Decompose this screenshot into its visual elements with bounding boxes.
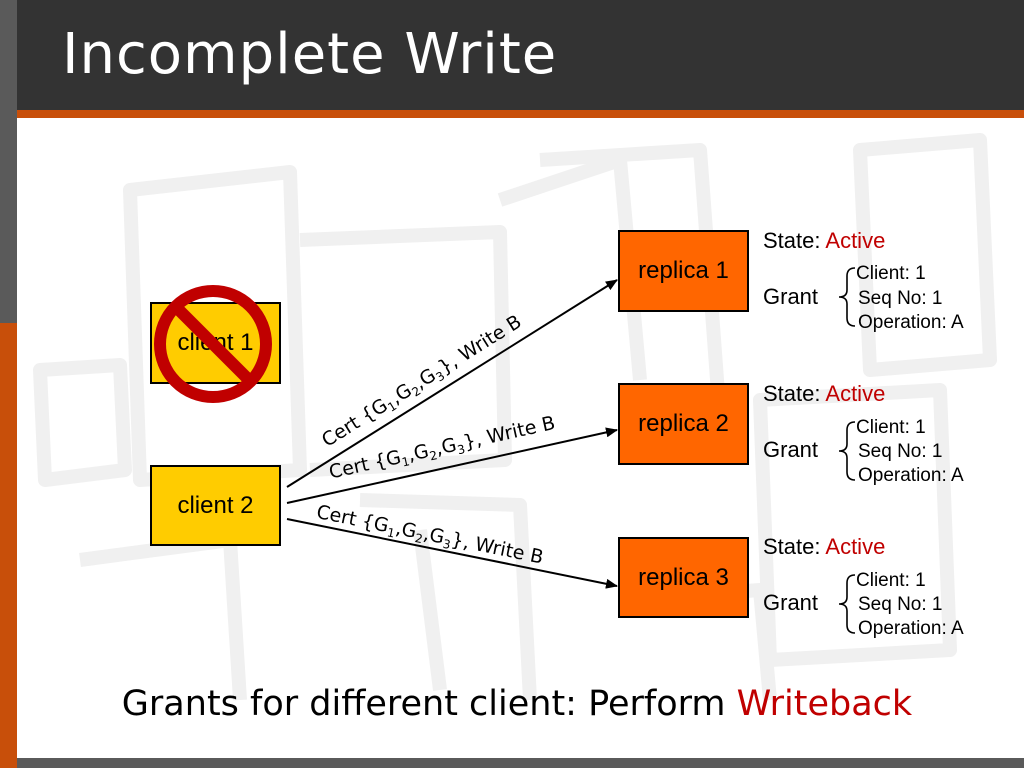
title-bar	[17, 0, 1024, 110]
caption-emphasis: Writeback	[736, 684, 913, 724]
replica-3-grant-seq: Seq No: 1	[858, 594, 943, 615]
title-rule	[17, 110, 1024, 118]
replica-2-state: State: Active	[763, 381, 886, 406]
replica-1-grant-label: Grant	[763, 284, 819, 309]
replica-1-state: State: Active	[763, 228, 886, 253]
replica-2-grant-seq: Seq No: 1	[858, 441, 943, 462]
footer-rule	[17, 758, 1024, 768]
replica-2-grant-op: Operation: A	[858, 465, 964, 486]
replica-1-brace	[838, 267, 856, 327]
arrow-to-replica-1	[286, 279, 618, 488]
replica-2-brace	[838, 421, 856, 481]
left-accent-bar-orange	[0, 323, 17, 768]
replica-3-state: State: Active	[763, 534, 886, 559]
replica-3-label: replica 3	[638, 563, 729, 591]
replica-3-box: replica 3	[618, 537, 749, 618]
replica-3-grant-op: Operation: A	[858, 618, 964, 639]
arrow-to-replica-3	[286, 518, 618, 589]
replica-1-grant-op: Operation: A	[858, 312, 964, 333]
replica-3-grant-client: Client: 1	[856, 570, 926, 591]
left-accent-bar-gray	[0, 0, 17, 323]
arrow-to-replica-2	[286, 427, 618, 504]
slide-title: Incomplete Write	[62, 22, 558, 87]
replica-2-label: replica 2	[638, 410, 729, 437]
replica-1-grant-seq: Seq No: 1	[858, 288, 943, 309]
client-2-label: client 2	[177, 491, 254, 519]
replica-1-box: replica 1	[618, 230, 749, 312]
replica-2-box: replica 2	[618, 383, 749, 465]
replica-2-grant-client: Client: 1	[856, 417, 926, 438]
client-2-box: client 2	[150, 465, 281, 546]
replica-1-label: replica 1	[638, 257, 729, 284]
prohibition-icon	[154, 285, 272, 403]
replica-3-brace	[838, 574, 856, 634]
slide-caption: Grants for different client: Perform Wri…	[121, 684, 913, 724]
replica-3-grant-label: Grant	[763, 590, 819, 615]
replica-2-grant-label: Grant	[763, 437, 819, 462]
replica-1-grant-client: Client: 1	[856, 263, 926, 284]
